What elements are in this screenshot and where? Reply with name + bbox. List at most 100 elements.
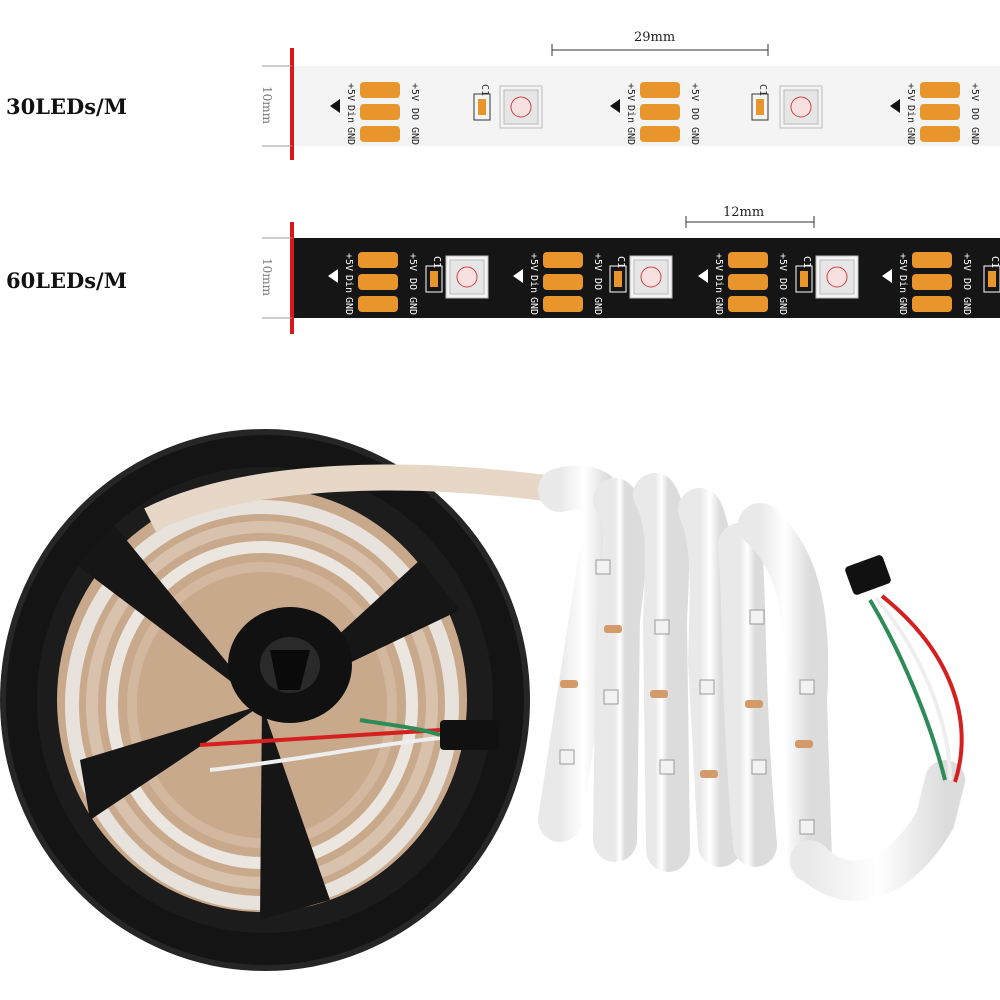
solder-pad (640, 126, 680, 142)
pad-label: +5V (905, 83, 916, 101)
direction-arrow (513, 269, 523, 283)
pad-label: +5V (777, 253, 788, 271)
pad-label: GND (969, 127, 980, 145)
led-lens (790, 96, 812, 118)
capacitor-label: C1 (801, 256, 812, 268)
pad-label: GND (713, 297, 724, 315)
pad-label: +5V (713, 253, 724, 271)
led-lens (826, 266, 848, 288)
led-lens (510, 96, 532, 118)
pad-label: +5V (409, 83, 420, 101)
pad-label: +5V (592, 253, 603, 271)
capacitor (614, 271, 622, 287)
pad-label: GND (409, 127, 420, 145)
strip-30-label: 30LEDs/M (6, 94, 127, 119)
solder-pad (543, 296, 583, 312)
solder-pad (360, 126, 400, 142)
pad-label: DO (409, 108, 420, 120)
capacitor (430, 271, 438, 287)
pad-label: DO (969, 108, 980, 120)
solder-pad (358, 252, 398, 268)
solder-pad (640, 104, 680, 120)
pad-label: +5V (343, 253, 354, 271)
direction-arrow (328, 269, 338, 283)
led-lens (640, 266, 662, 288)
led-frame (819, 259, 855, 295)
pad-label: +5V (407, 253, 418, 271)
pad-label: +5V (961, 253, 972, 271)
pad-label: +5V (969, 83, 980, 101)
pad-label: +5V (625, 83, 636, 101)
pad-label: Din (905, 105, 916, 123)
strip-60-label: 60LEDs/M (6, 268, 127, 293)
capacitor-outline (425, 265, 443, 293)
solder-pad (358, 274, 398, 290)
pad-label: DO (592, 278, 603, 290)
capacitor-label: C1 (615, 256, 626, 268)
solder-pad (728, 296, 768, 312)
pad-label: GND (343, 297, 354, 315)
solder-pad (543, 252, 583, 268)
pad-label: DO (961, 278, 972, 290)
solder-pad (358, 296, 398, 312)
pad-label: Din (625, 105, 636, 123)
led-lens (456, 266, 478, 288)
solder-pad (912, 274, 952, 290)
pad-label: GND (592, 297, 603, 315)
pad-label: GND (961, 297, 972, 315)
capacitor-outline (473, 93, 491, 121)
strip-diagrams: +5VDinGND+5VDOGND+5VDinGND+5VDOGND+5VDin… (262, 44, 1000, 334)
right-connector (845, 555, 964, 783)
solder-pad (360, 82, 400, 98)
hanging-strips (538, 465, 965, 901)
pad-label: +5V (345, 83, 356, 101)
pad-label: +5V (897, 253, 908, 271)
pad-label: +5V (689, 83, 700, 101)
capacitor (756, 99, 764, 115)
strip-60-width-dim: 12mm (723, 205, 765, 220)
reel (0, 429, 530, 971)
direction-arrow (610, 99, 620, 113)
direction-arrow (698, 269, 708, 283)
solder-pad (728, 252, 768, 268)
pad-label: DO (777, 278, 788, 290)
solder-pad (728, 274, 768, 290)
pad-label: GND (625, 127, 636, 145)
pad-label: DO (407, 278, 418, 290)
capacitor (800, 271, 808, 287)
pad-label: GND (407, 297, 418, 315)
pad-label: Din (345, 105, 356, 123)
strip-30-width-dim: 29mm (634, 30, 676, 45)
capacitor-outline (751, 93, 769, 121)
capacitor (478, 99, 486, 115)
pad-label: Din (897, 275, 908, 293)
capacitor-label: C1 (479, 84, 490, 96)
solder-pad (920, 104, 960, 120)
capacitor-label: C1 (989, 256, 1000, 268)
pad-label: DO (689, 108, 700, 120)
direction-arrow (882, 269, 892, 283)
pad-label: GND (345, 127, 356, 145)
pad-label: GND (777, 297, 788, 315)
pad-label: GND (897, 297, 908, 315)
pad-label: +5V (528, 253, 539, 271)
capacitor-label: C1 (757, 84, 768, 96)
solder-pad (912, 252, 952, 268)
solder-pad (920, 126, 960, 142)
pad-label: Din (528, 275, 539, 293)
solder-pad (640, 82, 680, 98)
direction-arrow (890, 99, 900, 113)
solder-pad (912, 296, 952, 312)
capacitor-label: C1 (431, 256, 442, 268)
solder-pad (543, 274, 583, 290)
pad-label: GND (905, 127, 916, 145)
pad-label: Din (343, 275, 354, 293)
pad-label: GND (689, 127, 700, 145)
pad-label: Din (713, 275, 724, 293)
capacitor (988, 271, 996, 287)
reel-connector (199, 718, 498, 772)
capacitor-outline (795, 265, 813, 293)
capacitor-outline (609, 265, 627, 293)
solder-pad (920, 82, 960, 98)
solder-pad (360, 104, 400, 120)
